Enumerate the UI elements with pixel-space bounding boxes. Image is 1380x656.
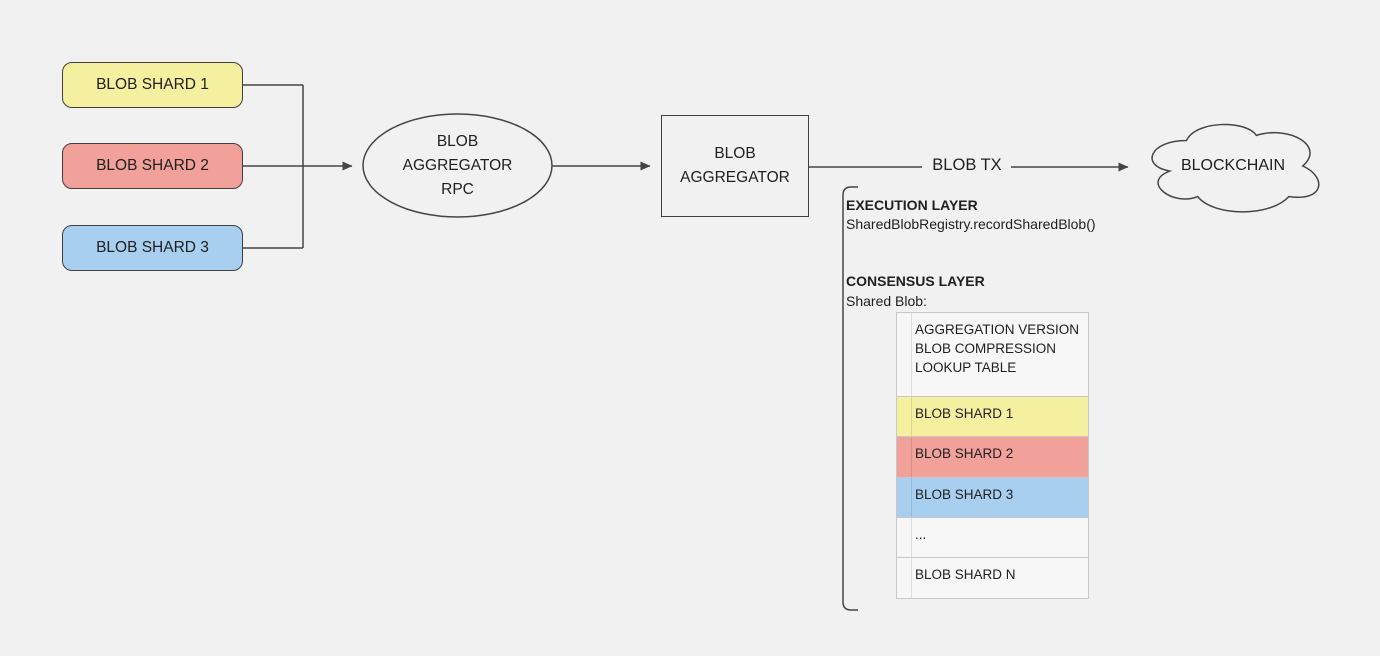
blob-tx-edge-label: BLOB TX bbox=[932, 156, 1002, 174]
table-cell-shard-1: BLOB SHARD 1 bbox=[915, 406, 1014, 421]
blob-shard-3-node: BLOB SHARD 3 bbox=[62, 225, 243, 271]
table-cell-ellipsis: ... bbox=[915, 527, 927, 542]
blob-shard-1-label: BLOB SHARD 1 bbox=[96, 76, 209, 93]
table-row-metadata: AGGREGATION VERSION BLOB COMPRESSION LOO… bbox=[897, 313, 1088, 397]
table-cell-shard-2: BLOB SHARD 2 bbox=[915, 446, 1014, 461]
table-row-handle bbox=[897, 478, 912, 517]
table-row-handle bbox=[897, 558, 912, 598]
execution-layer-title: EXECUTION LAYER bbox=[846, 197, 978, 213]
execution-layer-code: SharedBlobRegistry.recordSharedBlob() bbox=[846, 216, 1096, 232]
blockchain-cloud bbox=[1151, 123, 1320, 213]
blockchain-label: BLOCKCHAIN bbox=[1180, 157, 1286, 174]
table-row-shard-3: BLOB SHARD 3 bbox=[897, 478, 1088, 518]
blockchain-node: BLOCKCHAIN bbox=[1140, 115, 1326, 217]
table-row-shard-1: BLOB SHARD 1 bbox=[897, 397, 1088, 437]
table-row-shard-2: BLOB SHARD 2 bbox=[897, 437, 1088, 478]
table-row-handle bbox=[897, 437, 912, 477]
table-row-handle bbox=[897, 397, 912, 436]
consensus-layer-subtitle: Shared Blob: bbox=[846, 293, 927, 309]
table-cell-metadata: AGGREGATION VERSION BLOB COMPRESSION LOO… bbox=[915, 322, 1080, 375]
blob-shard-2-label: BLOB SHARD 2 bbox=[96, 157, 209, 174]
table-cell-shard-n: BLOB SHARD N bbox=[915, 567, 1016, 582]
blob-shard-1-node: BLOB SHARD 1 bbox=[62, 62, 243, 108]
aggregator-rpc-node: BLOB AGGREGATOR RPC bbox=[363, 114, 552, 217]
annotation-bracket bbox=[842, 186, 858, 611]
shared-blob-table: AGGREGATION VERSION BLOB COMPRESSION LOO… bbox=[896, 312, 1089, 599]
table-row-handle bbox=[897, 518, 912, 557]
blob-aggregator-node: BLOB AGGREGATOR bbox=[661, 115, 809, 217]
table-row-shard-n: BLOB SHARD N bbox=[897, 558, 1088, 598]
consensus-layer-title: CONSENSUS LAYER bbox=[846, 273, 985, 289]
table-row-ellipsis: ... bbox=[897, 518, 1088, 558]
blob-shard-3-label: BLOB SHARD 3 bbox=[96, 239, 209, 256]
aggregator-rpc-label: BLOB AGGREGATOR RPC bbox=[402, 132, 513, 198]
table-cell-shard-3: BLOB SHARD 3 bbox=[915, 487, 1014, 502]
blob-shard-2-node: BLOB SHARD 2 bbox=[62, 143, 243, 189]
blob-aggregator-label: BLOB AGGREGATOR bbox=[680, 145, 790, 186]
table-row-handle bbox=[897, 313, 912, 396]
